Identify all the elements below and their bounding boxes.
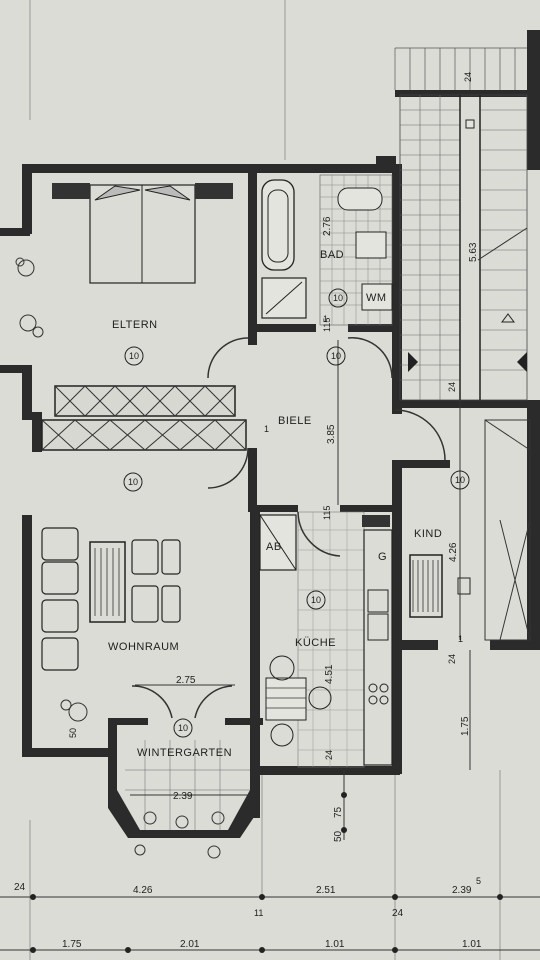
room-label-bad: BAD [320,249,344,261]
dim-bottom2-0: 1.75 [62,939,82,950]
room-marker [173,718,193,738]
plant-icons [15,257,225,859]
dim-bottom-5: 2.39 [452,885,472,896]
dim-wintergarten-width: 2.39 [173,791,193,802]
room-marker [124,346,144,366]
guide-lines [29,0,501,960]
dim-bay-75: 75 [333,806,344,818]
dim-bad-115: 115 [322,318,332,332]
wintergarten-floor [125,740,250,830]
dim-bottom2-3: 1.01 [462,939,482,950]
room-label-kueche: KÜCHE [295,637,336,649]
room-label-kind: KIND [414,528,442,540]
dim-bay-50: 50 [333,830,344,842]
label-g: G [378,551,387,563]
dimension-lines [0,340,540,951]
dimension-labels: 2.76 3.85 5.63 4.26 4.51 1.75 75 50 50 1… [14,72,482,950]
dim-wohn-width: 2.75 [176,675,196,686]
room-marker-label: 10 [311,595,321,605]
dim-top-24: 24 [463,72,473,82]
room-label-biele: BIELE [278,415,312,427]
dim-bottom2-2: 1.01 [325,939,345,950]
dim-kind-1: 1 [458,634,463,644]
room-marker [328,288,348,308]
dim-biele-height: 3.85 [326,424,337,444]
bed [52,183,233,284]
room-marker-label: 10 [331,351,341,361]
dim-stair-height: 5.63 [468,242,479,262]
room-label-wm: WM [366,292,387,304]
room-marker-label: 10 [178,723,188,733]
dim-kind-height: 4.26 [448,542,459,562]
dim-bottom-6: 5 [476,876,481,886]
room-marker-label: 10 [333,293,343,303]
room-markers: 10 10 10 10 10 10 10 [123,288,470,738]
dim-bottom-4: 24 [392,908,404,919]
room-label-eltern: ELTERN [112,319,158,331]
room-marker-label: 10 [128,477,138,487]
room-label-wohnraum: WOHNRAUM [108,641,179,653]
dim-bottom-3: 2.51 [316,885,336,896]
dim-biele-1: 1 [264,424,269,434]
kitchen-fixtures [259,511,393,768]
dim-bottom-0: 24 [14,882,26,893]
dim-kind-24: 24 [447,654,457,664]
dim-bottom2-1: 2.01 [180,939,200,950]
dim-kueche-height: 4.51 [324,664,335,684]
dim-kueche-115: 115 [322,506,332,520]
door-swings [131,337,446,719]
room-label-wintergarten: WINTERGARTEN [137,747,232,759]
kind-furniture [409,419,531,641]
room-marker [123,472,143,492]
wardrobe [41,385,247,451]
living-furniture [41,527,181,671]
room-marker [306,590,326,610]
staircase [394,47,528,401]
dimension-ticks [30,792,503,953]
dim-south-height: 1.75 [460,716,471,736]
room-labels: ELTERN BIELE BAD WM WOHNRAUM KÜCHE KIND … [108,249,442,759]
room-marker [450,470,470,490]
label-ab: AB [266,541,282,553]
dim-stair-24: 24 [447,382,457,392]
dim-bottom-1: 4.26 [133,885,153,896]
interior-walls [32,170,450,770]
dim-kueche-24: 24 [324,750,334,760]
dim-bad-height: 2.76 [322,216,333,236]
dim-corner-50: 50 [68,728,78,738]
dim-bottom-2: 11 [254,908,263,918]
room-marker [326,346,346,366]
room-marker-label: 10 [129,351,139,361]
room-marker-label: 10 [455,475,465,485]
dim-door-1: 1 [323,314,328,324]
